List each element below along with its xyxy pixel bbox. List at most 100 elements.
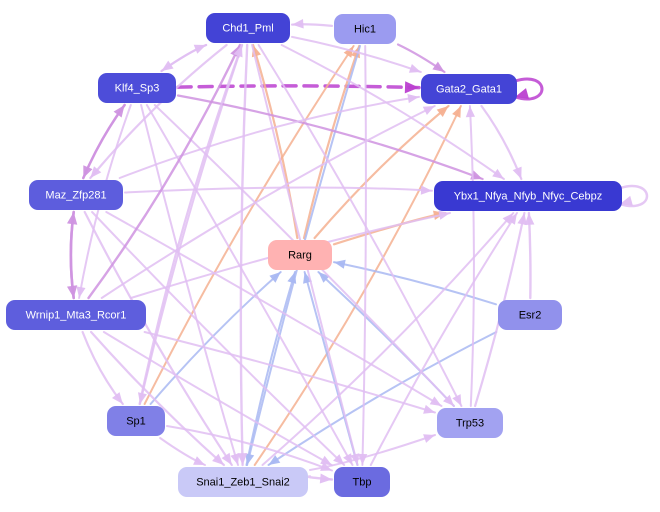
- graph-edge: [143, 45, 355, 405]
- graph-edge-arrowhead: [512, 166, 522, 179]
- graph-edge: [102, 331, 333, 467]
- graph-edge-arrowhead: [407, 94, 419, 104]
- graph-edge: [139, 44, 244, 405]
- graph-edge-arrowhead: [343, 46, 354, 58]
- graph-edge-arrowhead: [408, 64, 421, 73]
- graph-edge-arrowhead: [245, 453, 255, 465]
- graph-edge-arrowhead: [423, 434, 435, 443]
- graph-node-box: [206, 13, 290, 43]
- graph-node-box: [421, 74, 517, 104]
- graph-edge-arrowhead: [404, 81, 419, 94]
- graph-edge-arrowhead: [438, 210, 450, 220]
- graph-edge: [513, 77, 544, 101]
- graph-edge: [245, 271, 296, 466]
- graph-node-box: [498, 300, 562, 330]
- graph-edge: [176, 94, 484, 181]
- graph-edge: [176, 84, 421, 90]
- graph-edge: [90, 330, 225, 467]
- graph-edge-arrowhead: [358, 453, 368, 465]
- graph-node-label: Chd1_Pml: [222, 23, 273, 35]
- graph-edge-arrowhead: [212, 453, 224, 465]
- graph-edge: [118, 95, 420, 179]
- graph-node-box: [334, 14, 396, 44]
- graph-edge: [468, 105, 475, 407]
- graph-edge: [313, 104, 450, 240]
- graph-node-box: [6, 300, 146, 330]
- graph-edge: [69, 210, 75, 300]
- graph-edge-arrowhead: [620, 195, 633, 206]
- graph-edge-arrowhead: [193, 44, 207, 54]
- graph-edge-arrowhead: [292, 19, 304, 29]
- graph-node-hic1: Hic1: [334, 14, 396, 44]
- graph-edge-arrowhead: [113, 105, 125, 118]
- graph-edge-arrowhead: [233, 45, 243, 58]
- graph-node-label: Sp1: [126, 416, 146, 428]
- graph-node-snai1: Snai1_Zeb1_Snai2: [178, 467, 308, 497]
- graph-node-box: [434, 181, 622, 211]
- graph-edge: [261, 212, 515, 466]
- graph-edge-arrowhead: [193, 456, 205, 465]
- graph-edge: [105, 211, 443, 407]
- graph-edge: [369, 212, 518, 466]
- graph-edge: [361, 45, 367, 466]
- graph-edge-arrowhead: [492, 168, 504, 179]
- graph-edge-arrowhead: [112, 392, 123, 404]
- graph-edge-arrowhead: [230, 453, 240, 465]
- graph-node-klf4: Klf4_Sp3: [98, 73, 176, 103]
- graph-edge-arrowhead: [268, 455, 281, 465]
- graph-edge-arrowhead: [432, 61, 445, 72]
- graph-edge-arrowhead: [319, 473, 332, 484]
- graph-node-label: Klf4_Sp3: [115, 83, 160, 95]
- graph-edge-arrowhead: [320, 455, 332, 466]
- graph-edge: [124, 186, 433, 194]
- graph-edge-arrowhead: [237, 453, 248, 465]
- graph-edge-arrowhead: [221, 452, 232, 465]
- graph-edge-arrowhead: [452, 106, 461, 118]
- graph-edge: [291, 35, 422, 73]
- graph-node-box: [437, 408, 503, 438]
- graph-node-chd1: Chd1_Pml: [206, 13, 290, 43]
- graph-node-ybx1: Ybx1_Nfya_Nfyb_Nfyc_Cebpz: [434, 181, 622, 211]
- graph-edge-arrowhead: [429, 396, 442, 406]
- graph-edge: [302, 44, 361, 240]
- graph-edge: [83, 210, 233, 467]
- graph-edge: [239, 43, 249, 467]
- graph-edge-arrowhead: [507, 213, 517, 225]
- graph-edge-arrowhead: [502, 213, 514, 225]
- graph-edge: [618, 184, 649, 208]
- graph-edge: [527, 211, 532, 300]
- graph-node-label: Tbp: [353, 477, 372, 489]
- graph-node-label: Rarg: [288, 250, 312, 262]
- graph-node-box: [29, 180, 123, 210]
- graph-node-box: [107, 406, 165, 436]
- graph-node-maz: Maz_Zfp281: [29, 180, 123, 210]
- graph-edge: [149, 271, 282, 405]
- graph-edge-arrowhead: [465, 106, 475, 118]
- graph-edge-arrowhead: [452, 394, 462, 406]
- graph-node-trp53: Trp53: [437, 408, 503, 438]
- graph-edge-arrowhead: [334, 259, 346, 269]
- graph-node-box: [98, 73, 176, 103]
- graph-edge-arrowhead: [90, 166, 102, 178]
- graph-edge: [138, 43, 243, 406]
- graph-edge-arrowhead: [269, 272, 281, 283]
- graph-edge: [140, 104, 239, 466]
- graph-edge-arrowhead: [67, 212, 78, 225]
- graph-edge-arrowhead: [423, 404, 435, 414]
- graph-edge: [333, 261, 497, 306]
- graph-node-label: Esr2: [519, 310, 542, 322]
- graph-edge-arrowhead: [420, 185, 432, 195]
- graph-edge: [257, 44, 463, 407]
- graph-node-label: Snai1_Zeb1_Snai2: [196, 477, 290, 489]
- graph-node-box: [334, 467, 390, 497]
- graph-node-esr2: Esr2: [498, 300, 562, 330]
- graph-node-box: [178, 467, 308, 497]
- graph-edge-arrowhead: [76, 286, 86, 298]
- graph-node-label: Wrnip1_Mta3_Rcor1: [26, 310, 127, 322]
- graph-node-rarg: Rarg: [268, 240, 332, 270]
- graph-edge: [87, 43, 242, 300]
- graph-edge: [100, 105, 436, 299]
- graph-node-sp1: Sp1: [107, 406, 165, 436]
